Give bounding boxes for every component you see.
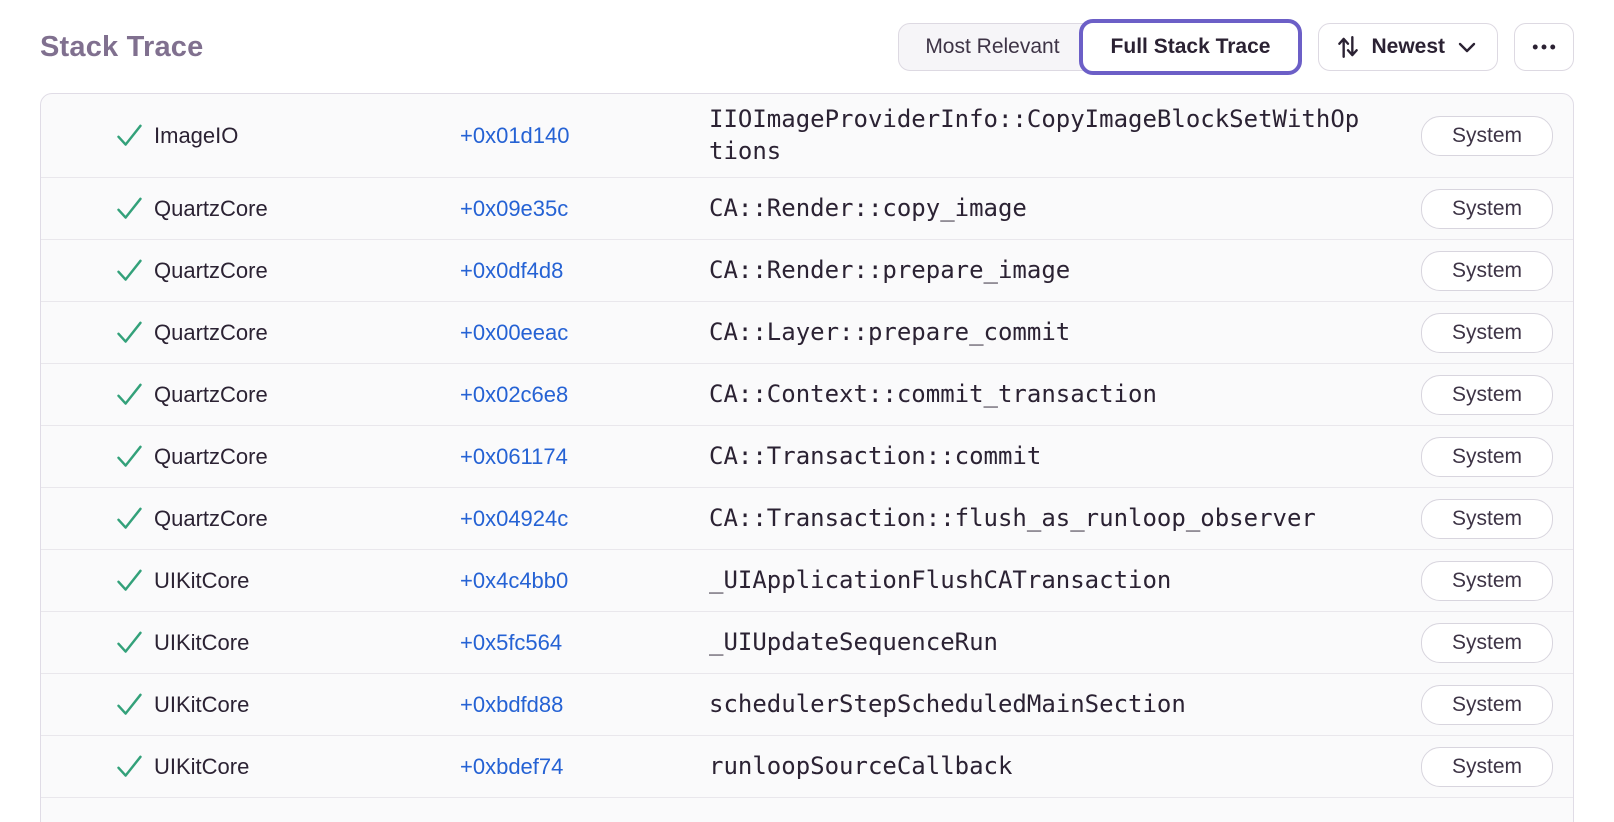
stack-frame-row[interactable]: QuartzCore +0x061174 CA::Transaction::co… xyxy=(41,426,1573,489)
frame-module: UIKitCore xyxy=(154,567,250,593)
sort-button[interactable]: Newest xyxy=(1318,23,1498,71)
frame-address-link[interactable]: +0x02c6e8 xyxy=(460,381,569,407)
chevron-down-icon xyxy=(1455,35,1479,59)
frame-check-icon xyxy=(105,689,154,720)
frame-address-link[interactable]: +0xbdef74 xyxy=(460,753,564,779)
ellipsis-icon xyxy=(1530,33,1558,61)
frame-function: CA::Transaction::flush_as_runloop_observ… xyxy=(709,504,1316,532)
frame-system-badge: System xyxy=(1420,560,1553,601)
stack-frame-row[interactable]: QuartzCore +0x09e35c CA::Render::copy_im… xyxy=(41,178,1573,241)
frame-check-icon xyxy=(105,627,154,658)
frame-address-link[interactable]: +0x0df4d8 xyxy=(460,257,564,283)
frame-address-link[interactable]: +0x01d140 xyxy=(460,122,570,148)
frame-function: CA::Context::commit_transaction xyxy=(709,380,1157,408)
toggle-full-stack-trace[interactable]: Full Stack Trace xyxy=(1078,19,1303,75)
frame-function: _UIApplicationFlushCATransaction xyxy=(709,566,1172,594)
frame-function: _UIUpdateSequenceRun xyxy=(709,628,998,656)
frame-module: QuartzCore xyxy=(154,381,268,407)
frame-module: UIKitCore xyxy=(154,753,250,779)
sort-arrows-icon xyxy=(1335,34,1361,60)
stack-frame-row[interactable]: QuartzCore +0x00eeac CA::Layer::prepare_… xyxy=(41,302,1573,365)
frame-check-icon xyxy=(105,751,154,782)
stack-trace-header: Stack Trace Most Relevant Full Stack Tra… xyxy=(0,19,1614,75)
frame-module: ImageIO xyxy=(154,122,239,148)
frame-module: QuartzCore xyxy=(154,257,268,283)
toggle-most-relevant[interactable]: Most Relevant xyxy=(898,23,1101,71)
frame-system-badge: System xyxy=(1420,115,1553,156)
more-options-button[interactable] xyxy=(1514,23,1574,71)
frame-module: QuartzCore xyxy=(154,319,268,345)
stack-trace-panel: Stack Trace Most Relevant Full Stack Tra… xyxy=(0,19,1614,822)
frame-system-badge: System xyxy=(1420,684,1553,725)
frame-system-badge: System xyxy=(1420,498,1553,539)
frame-function: IIOImageProviderInfo::CopyImageBlockSetW… xyxy=(709,105,1360,165)
stack-frame-row[interactable]: UIKitCore +0xbdef74 runloopSourceCallbac… xyxy=(41,736,1573,799)
toolbar: Most Relevant Full Stack Trace Newest xyxy=(898,19,1574,75)
frame-address-link[interactable]: +0x00eeac xyxy=(460,319,569,345)
frame-address-link[interactable]: +0xbdfd88 xyxy=(460,691,564,717)
frame-address-link[interactable]: +0x4c4bb0 xyxy=(460,567,569,593)
frame-check-icon xyxy=(105,503,154,534)
frame-function: runloopSourceCallback xyxy=(709,752,1013,780)
frame-address-link[interactable]: +0x04924c xyxy=(460,505,569,531)
stack-frame-row[interactable]: QuartzCore +0x0df4d8 CA::Render::prepare… xyxy=(41,240,1573,303)
frame-system-badge: System xyxy=(1420,250,1553,291)
frame-module: QuartzCore xyxy=(154,505,268,531)
frame-check-icon xyxy=(105,565,154,596)
frame-system-badge: System xyxy=(1420,188,1553,229)
frame-check-icon xyxy=(105,441,154,472)
view-toggle: Most Relevant Full Stack Trace xyxy=(898,19,1303,75)
frame-address-link[interactable]: +0x5fc564 xyxy=(460,629,563,655)
stack-frame-row[interactable]: QuartzCore +0x02c6e8 CA::Context::commit… xyxy=(41,364,1573,427)
frame-address-link[interactable]: +0x09e35c xyxy=(460,195,569,221)
stack-trace-table: ImageIO +0x01d140 IIOImageProviderInfo::… xyxy=(40,93,1574,822)
frame-system-badge: System xyxy=(1420,436,1553,477)
frame-address-link[interactable]: +0x061174 xyxy=(460,443,568,469)
frame-system-badge: System xyxy=(1420,622,1553,663)
frame-system-badge: System xyxy=(1420,312,1553,353)
frame-module: UIKitCore xyxy=(154,691,250,717)
frame-function: CA::Layer::prepare_commit xyxy=(709,318,1071,346)
frame-function: schedulerStepScheduledMainSection xyxy=(709,690,1186,718)
frame-check-icon xyxy=(105,317,154,348)
stack-frame-row[interactable]: UIKitCore +0xbdfd88 schedulerStepSchedul… xyxy=(41,674,1573,737)
frame-module: QuartzCore xyxy=(154,443,268,469)
frame-function: CA::Render::prepare_image xyxy=(709,256,1071,284)
frame-module: UIKitCore xyxy=(154,629,250,655)
frame-check-icon xyxy=(105,193,154,224)
stack-frame-row[interactable]: ImageIO +0x01d140 IIOImageProviderInfo::… xyxy=(41,94,1573,179)
frame-function: CA::Render::copy_image xyxy=(709,194,1027,222)
stack-frame-row[interactable]: QuartzCore +0x04924c CA::Transaction::fl… xyxy=(41,488,1573,551)
frame-check-icon xyxy=(105,255,154,286)
stack-frame-row[interactable]: UIKitCore +0x5fc564 _UIUpdateSequenceRun… xyxy=(41,612,1573,675)
frame-system-badge: System xyxy=(1420,374,1553,415)
sort-label: Newest xyxy=(1371,35,1445,58)
frame-function: CA::Transaction::commit xyxy=(709,442,1042,470)
page-title: Stack Trace xyxy=(40,30,204,63)
frame-check-icon xyxy=(105,379,154,410)
stack-frame-row[interactable]: UIKitCore +0x4c4bb0 _UIApplicationFlushC… xyxy=(41,550,1573,613)
frame-system-badge: System xyxy=(1420,746,1553,787)
frame-module: QuartzCore xyxy=(154,195,268,221)
frame-check-icon xyxy=(105,120,154,151)
